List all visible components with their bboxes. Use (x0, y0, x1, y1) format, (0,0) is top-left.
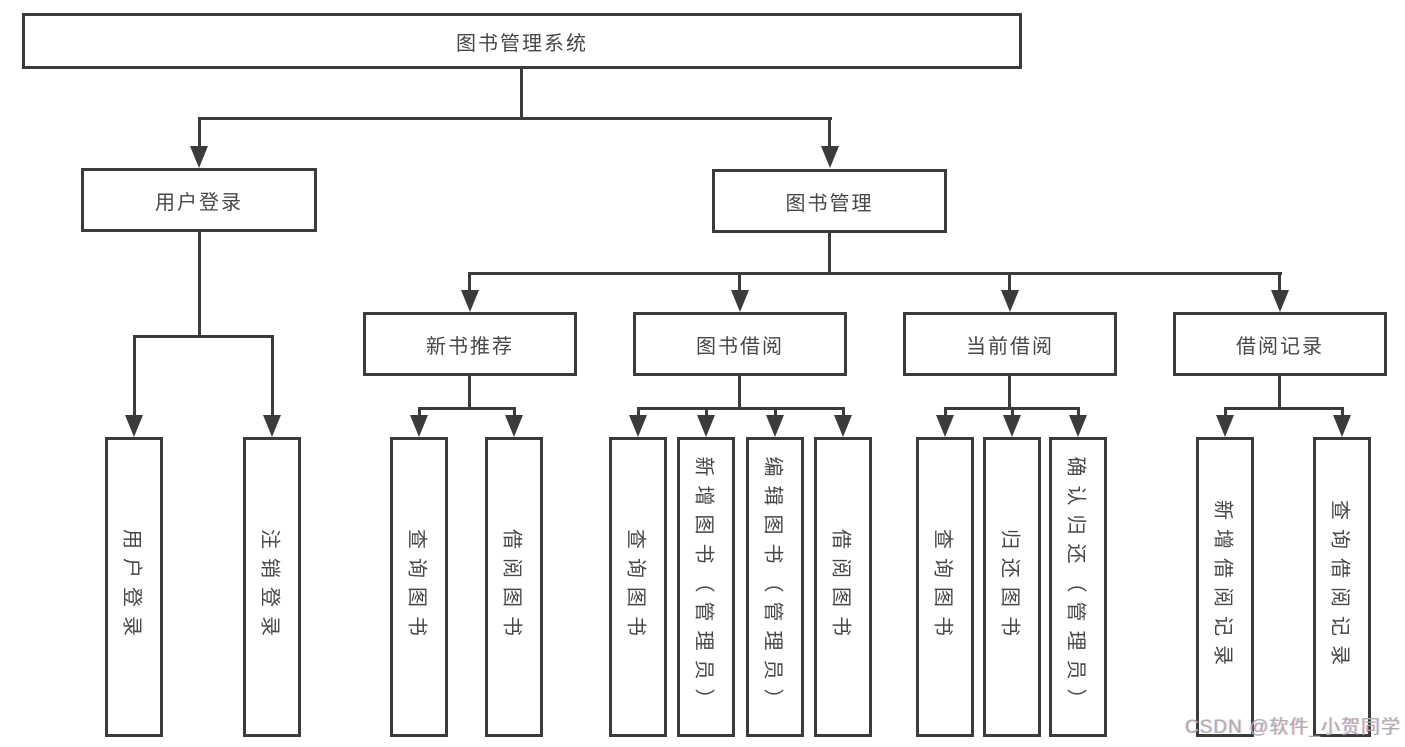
arrowhead-icon (1271, 290, 1289, 312)
arrowhead-icon (834, 415, 852, 437)
arrowhead-icon (697, 415, 715, 437)
connector-line (469, 272, 1282, 275)
node-library-system: 图书管理系统 (22, 13, 1022, 69)
arrowhead-icon (125, 415, 143, 437)
leaf-edit-books-admin-label: 编辑图书（管理员） (761, 456, 784, 718)
leaf-add-books-admin-label: 新增图书（管理员） (692, 456, 715, 718)
connector-line (828, 117, 831, 146)
leaf-return-books: 归还图书 (983, 437, 1041, 737)
connector-line (418, 407, 516, 410)
leaf-query-books-newbook-label: 查询图书 (405, 529, 428, 645)
leaf-borrow-books-newbook: 借阅图书 (485, 437, 543, 737)
connector-line (1008, 272, 1011, 290)
connector-line (738, 376, 741, 407)
arrowhead-icon (190, 146, 208, 168)
arrowhead-icon (263, 415, 281, 437)
arrowhead-icon (410, 415, 428, 437)
arrowhead-icon (505, 415, 523, 437)
leaf-query-books-current-label: 查询图书 (931, 529, 954, 645)
connector-line (637, 407, 845, 410)
connector-line (133, 335, 136, 415)
connector-line (738, 272, 741, 290)
arrowhead-icon (731, 290, 749, 312)
node-user-login-label: 用户登录 (155, 191, 243, 214)
leaf-borrow-books-newbook-label: 借阅图书 (500, 529, 523, 645)
leaf-logout-login: 注销登录 (243, 437, 301, 737)
connector-line (637, 407, 640, 415)
leaf-return-books-label: 归还图书 (998, 529, 1021, 645)
leaf-query-books-borrowing-label: 查询图书 (624, 529, 647, 645)
leaf-borrow-books-borrowing-label: 借阅图书 (829, 529, 852, 645)
connector-line (1341, 407, 1344, 415)
connector-line (944, 407, 947, 415)
node-borrowing-records: 借阅记录 (1173, 312, 1387, 376)
connector-line (705, 407, 708, 415)
arrowhead-icon (461, 290, 479, 312)
arrowhead-icon (1003, 415, 1021, 437)
leaf-add-borrow-record-label: 新增借阅记录 (1211, 500, 1234, 674)
connector-line (133, 335, 274, 338)
leaf-add-borrow-record: 新增借阅记录 (1196, 437, 1254, 737)
node-current-borrowing: 当前借阅 (903, 312, 1117, 376)
leaf-query-books-newbook: 查询图书 (390, 437, 448, 737)
connector-line (198, 117, 201, 146)
csdn-watermark: CSDN @软件_小贺同学 (1185, 717, 1401, 738)
connector-line (1278, 272, 1281, 290)
connector-line (468, 272, 471, 290)
arrowhead-icon (1001, 290, 1019, 312)
node-new-book-recommendation-label: 新书推荐 (426, 335, 514, 358)
node-book-borrowing: 图书借阅 (633, 312, 847, 376)
leaf-edit-books-admin: 编辑图书（管理员） (746, 437, 804, 737)
connector-line (271, 335, 274, 415)
connector-line (1278, 376, 1281, 407)
node-new-book-recommendation: 新书推荐 (363, 312, 577, 376)
node-library-system-label: 图书管理系统 (456, 32, 588, 55)
node-borrowing-records-label: 借阅记录 (1236, 335, 1324, 358)
leaf-add-books-admin: 新增图书（管理员） (677, 437, 735, 737)
leaf-user-login: 用户登录 (105, 437, 163, 737)
connector-line (1224, 407, 1344, 410)
leaf-logout-login-label: 注销登录 (258, 529, 281, 645)
connector-line (774, 407, 777, 415)
connector-line (418, 407, 421, 415)
connector-line (1224, 407, 1227, 415)
leaf-confirm-return-admin: 确认归还（管理员） (1049, 437, 1107, 737)
leaf-borrow-books-borrowing: 借阅图书 (814, 437, 872, 737)
node-user-login: 用户登录 (81, 168, 317, 232)
arrowhead-icon (1069, 415, 1087, 437)
leaf-query-books-current: 查询图书 (916, 437, 974, 737)
node-book-management: 图书管理 (712, 169, 947, 233)
connector-line (198, 117, 832, 120)
connector-line (513, 407, 516, 415)
leaf-confirm-return-admin-label: 确认归还（管理员） (1064, 456, 1087, 718)
arrowhead-icon (1333, 415, 1351, 437)
node-book-borrowing-label: 图书借阅 (696, 335, 784, 358)
connector-line (1008, 376, 1011, 407)
arrowhead-icon (1216, 415, 1234, 437)
leaf-query-borrow-record: 查询借阅记录 (1313, 437, 1371, 737)
connector-line (520, 69, 523, 117)
arrowhead-icon (821, 146, 839, 168)
connector-line (842, 407, 845, 415)
leaf-user-login-label: 用户登录 (120, 529, 143, 645)
arrowhead-icon (629, 415, 647, 437)
node-book-management-label: 图书管理 (785, 192, 874, 215)
node-current-borrowing-label: 当前借阅 (966, 335, 1054, 358)
arrowhead-icon (936, 415, 954, 437)
leaf-query-books-borrowing: 查询图书 (609, 437, 667, 737)
connector-line (468, 376, 471, 407)
leaf-query-borrow-record-label: 查询借阅记录 (1328, 500, 1351, 674)
arrowhead-icon (766, 415, 784, 437)
connector-line (828, 233, 831, 272)
connector-line (1011, 407, 1014, 415)
connector-line (1077, 407, 1080, 415)
connector-line (198, 232, 201, 335)
